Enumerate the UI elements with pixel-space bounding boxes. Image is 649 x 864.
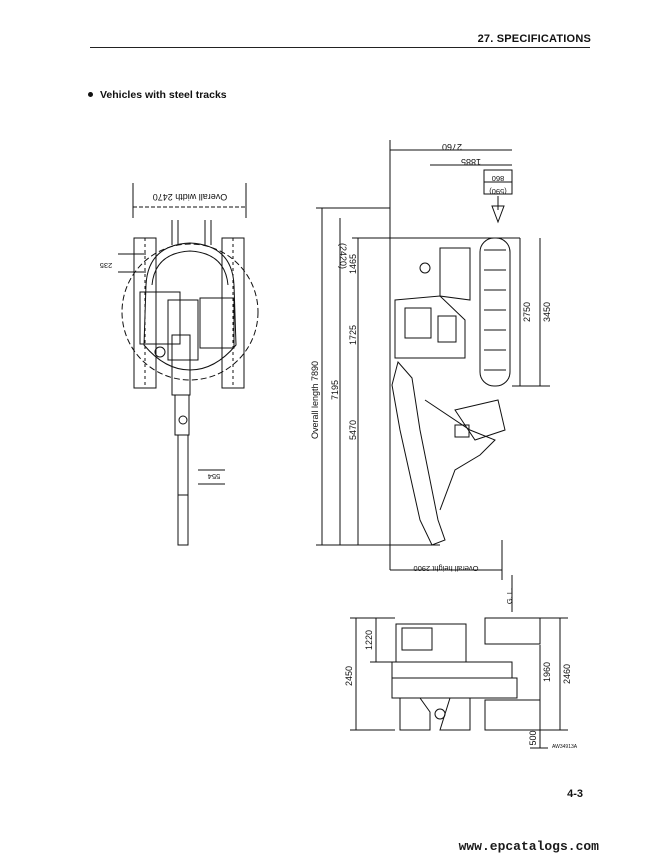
top-view-drawing: Overall width 2470 235 554	[100, 183, 259, 546]
dim-860-label: 860	[492, 174, 505, 183]
front-view-drawing: 1220 2450 1960 2460 500 AW34913A	[344, 617, 578, 750]
side-view-drawing: Overall length 7890 7195 5470 1725 1465 …	[310, 140, 552, 612]
dim-5470-label: 5470	[348, 420, 358, 440]
page-number: 4-3	[567, 788, 583, 800]
dim-235-label: 235	[100, 261, 113, 270]
dim-500-label: 500	[528, 730, 538, 745]
dim-1465-label: 1465	[348, 254, 358, 274]
dim-2760-label: 2760	[442, 142, 462, 152]
overall-width-label: Overall width 2470	[153, 192, 228, 202]
figure-code-label: AW34913A	[552, 744, 578, 750]
dim-2450-label: 2450	[344, 666, 354, 686]
overall-height-label: Overall height 2900	[413, 564, 478, 573]
dim-3450-label: 3450	[542, 302, 552, 322]
dim-554-label: 554	[208, 472, 221, 481]
bullet-icon	[88, 91, 93, 97]
dim-2750-label: 2750	[522, 302, 532, 322]
vehicle-variant-label: Vehicles with steel tracks	[100, 89, 227, 101]
dim-590-label: (590)	[489, 187, 507, 196]
ground-line-label: G. L.	[505, 588, 514, 604]
vehicle-variant-heading: Vehicles with steel tracks	[88, 89, 227, 101]
dim-2420-label: (2420)	[338, 243, 348, 269]
dim-7195-label: 7195	[330, 380, 340, 400]
dim-2460-label: 2460	[562, 664, 572, 684]
overall-length-label: Overall length 7890	[310, 361, 320, 439]
dim-1220-label: 1220	[364, 630, 374, 650]
dim-1885-label: 1885	[461, 157, 481, 167]
watermark-url[interactable]: www.epcatalogs.com	[458, 839, 599, 854]
header-rule	[90, 47, 590, 48]
dim-1725-label: 1725	[348, 325, 358, 345]
dim-1960-label: 1960	[542, 662, 552, 682]
page-section-title: 27. SPECIFICATIONS	[477, 33, 591, 45]
